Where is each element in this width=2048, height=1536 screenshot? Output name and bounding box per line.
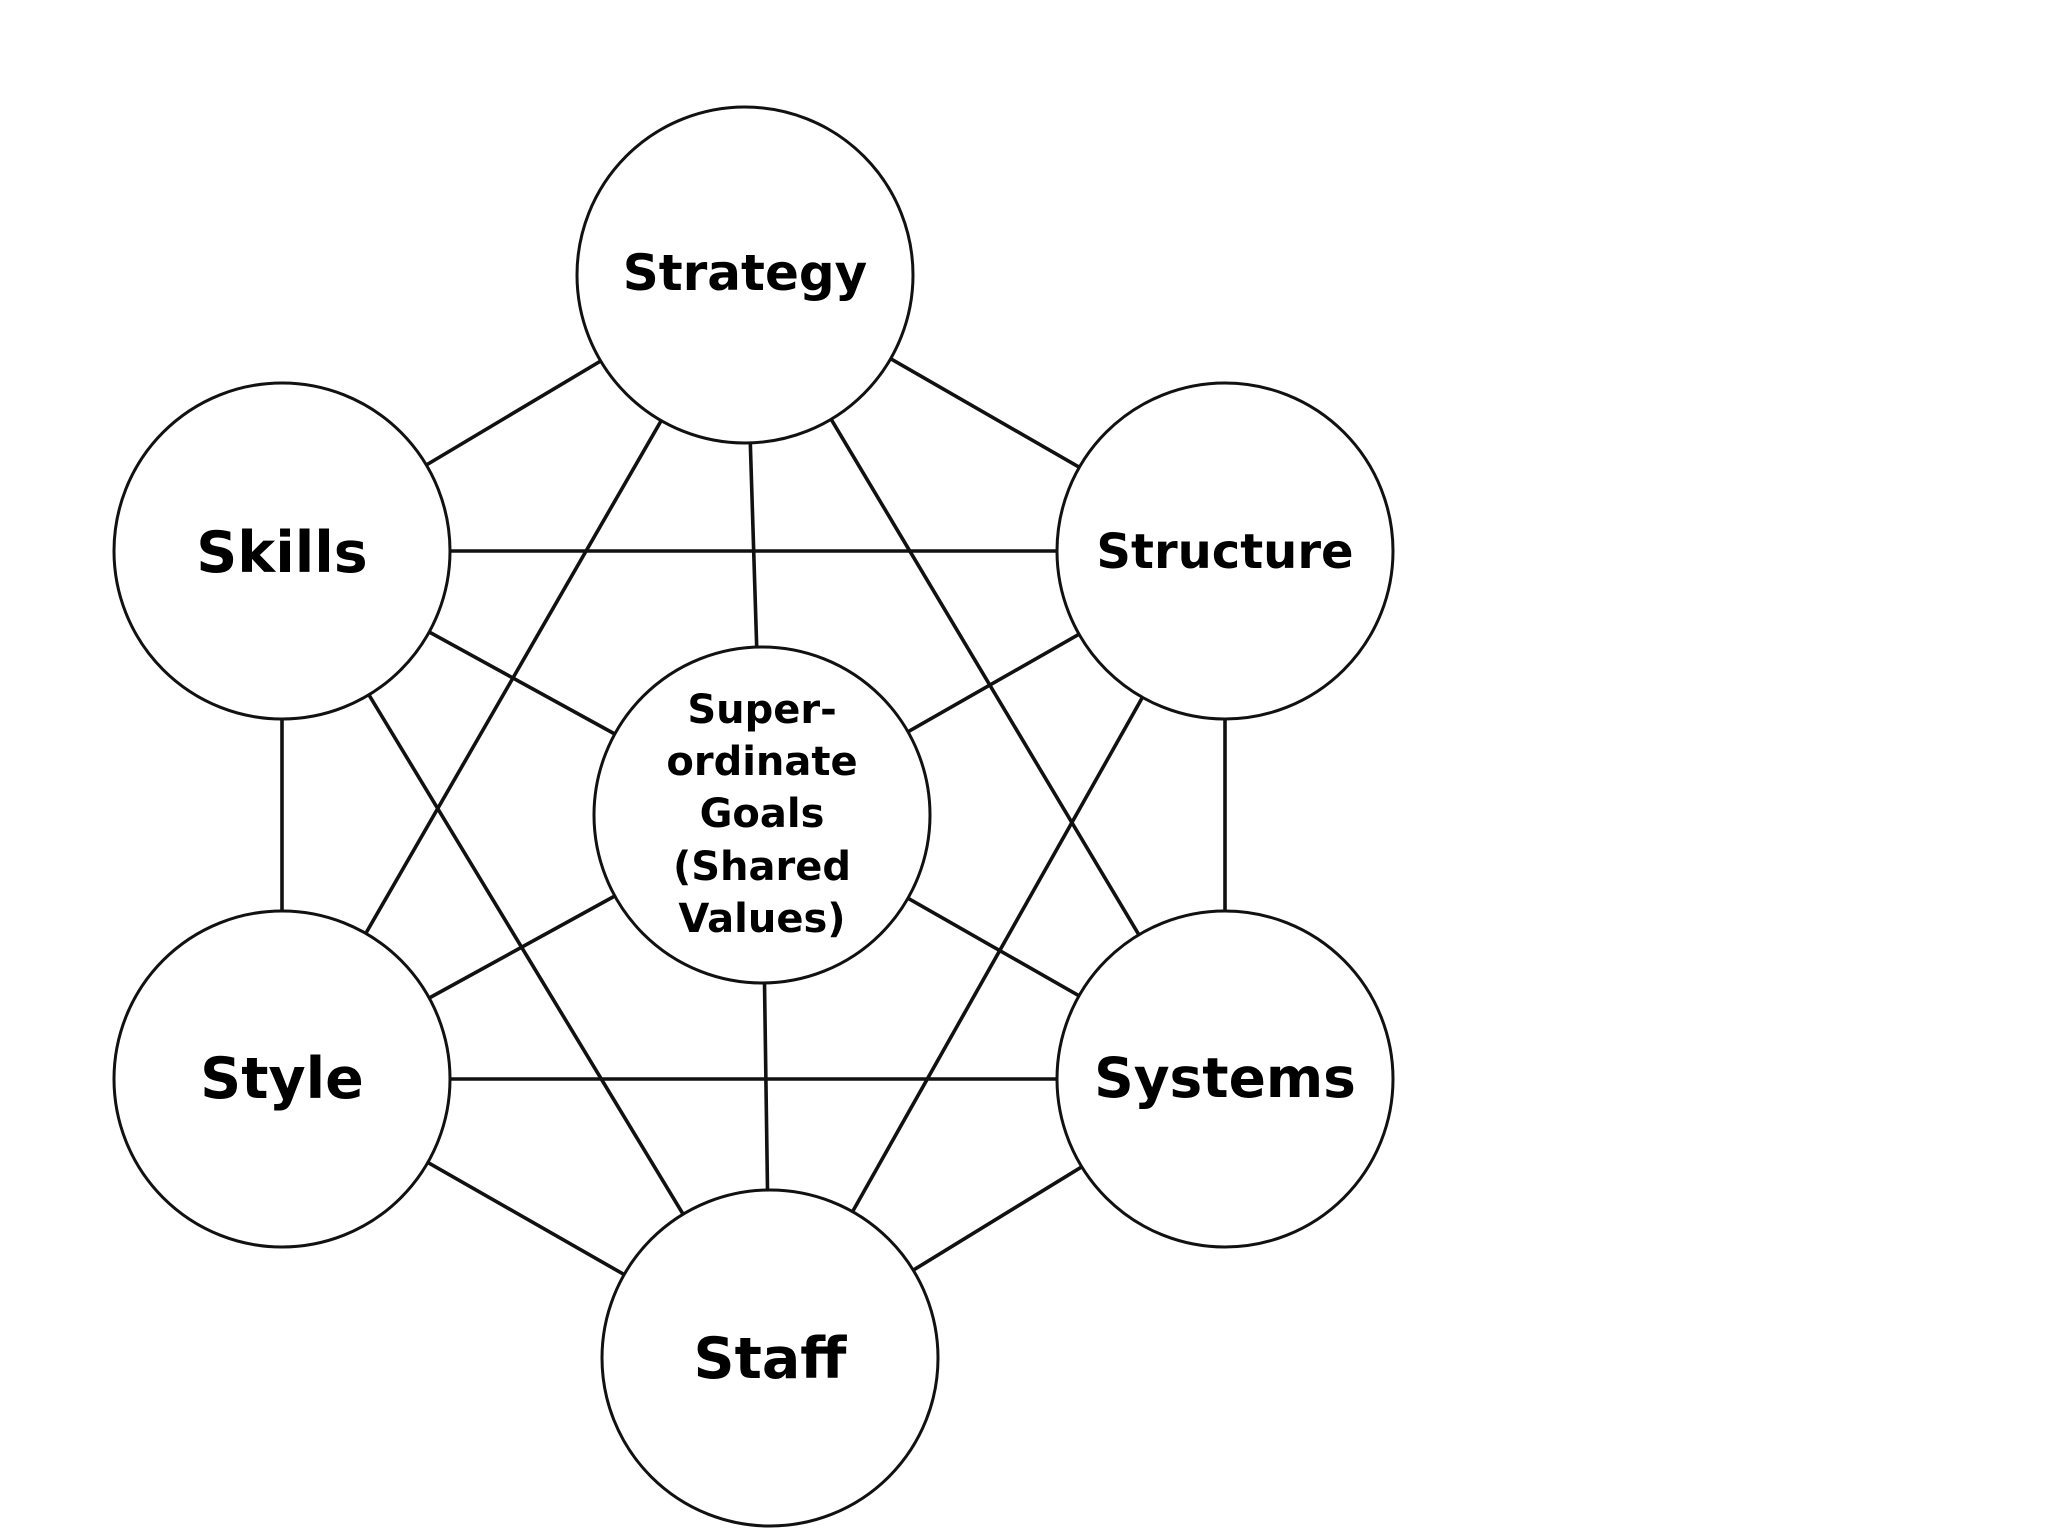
edge-skills-staff: [367, 693, 685, 1216]
edge-structure-center: [907, 632, 1080, 734]
node-skills: Skills: [112, 381, 452, 721]
edge-strategy-systems: [829, 418, 1141, 936]
node-staff-circle: [600, 1188, 940, 1528]
node-shared-values-line-5: Values): [678, 896, 845, 942]
node-systems-circle: [1055, 909, 1395, 1249]
node-shared-values-line-2: ordinate: [666, 739, 857, 785]
node-staff-label: Staff: [694, 1326, 848, 1392]
node-structure-circle: [1055, 381, 1395, 721]
diagram-edges: [280, 357, 1227, 1277]
node-skills-circle: [112, 381, 452, 721]
edge-style-center: [428, 894, 616, 1000]
edge-strategy-center: [748, 442, 759, 648]
node-shared-values-line-4: (Shared: [673, 844, 851, 890]
edge-strategy-structure: [889, 357, 1081, 469]
node-shared-values-circle: [592, 645, 932, 985]
node-skills-label: Skills: [196, 520, 368, 586]
node-structure-label: Structure: [1096, 524, 1353, 580]
node-shared-values-line-1: Super-: [687, 687, 836, 733]
node-strategy: Strategy: [575, 105, 915, 445]
node-structure: Structure: [1055, 381, 1395, 721]
edge-strategy-skills: [425, 359, 602, 467]
node-systems: Systems: [1055, 909, 1395, 1249]
node-systems-label: Systems: [1094, 1046, 1356, 1110]
edge-staff-center: [762, 982, 770, 1191]
edge-structure-staff: [850, 696, 1145, 1213]
edge-style-staff: [426, 1160, 626, 1277]
edge-skills-center: [428, 630, 616, 736]
node-shared-values: Super- ordinate Goals (Shared Values): [592, 645, 932, 985]
node-shared-values-line-3: Goals: [700, 791, 825, 837]
edge-systems-center: [907, 896, 1080, 998]
node-strategy-label: Strategy: [623, 244, 868, 302]
edge-systems-staff: [912, 1165, 1083, 1272]
node-style-circle: [112, 909, 452, 1249]
node-strategy-circle: [575, 105, 915, 445]
node-style: Style: [112, 909, 452, 1249]
node-style-label: Style: [200, 1046, 364, 1112]
node-staff: Staff: [600, 1188, 940, 1528]
